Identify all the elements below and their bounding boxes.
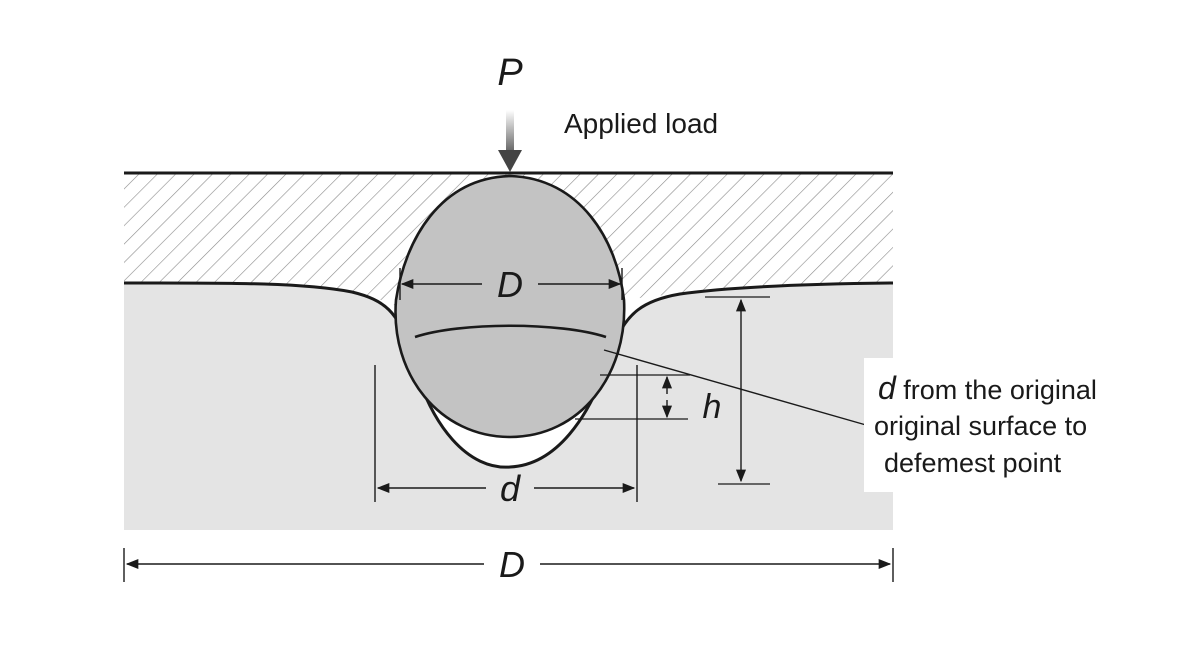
annotation-line-1: d from the original [878, 370, 1097, 406]
crater-profile [123, 281, 894, 469]
load-arrow-head [498, 150, 522, 172]
depth-label: h [703, 388, 722, 426]
indenter-ball [394, 174, 626, 439]
annotation-symbol: d [878, 370, 897, 406]
load-arrow-shaft [506, 110, 514, 156]
annotation-line-2: original surface to [874, 411, 1087, 441]
load-caption: Applied load [564, 108, 718, 139]
overall-width-label: D [499, 544, 525, 585]
specimen-material [124, 282, 893, 530]
contact-boundary [414, 324, 607, 339]
annotation-line-3: defemest point [884, 448, 1062, 478]
annotation-box [864, 358, 1200, 492]
load-symbol: P [497, 52, 523, 94]
impression-diameter-label: d [500, 468, 521, 509]
indenter-diameter-label: D [497, 264, 523, 305]
annotation-line-1-rest: from the original [896, 375, 1097, 405]
annotation-leader [603, 349, 867, 426]
